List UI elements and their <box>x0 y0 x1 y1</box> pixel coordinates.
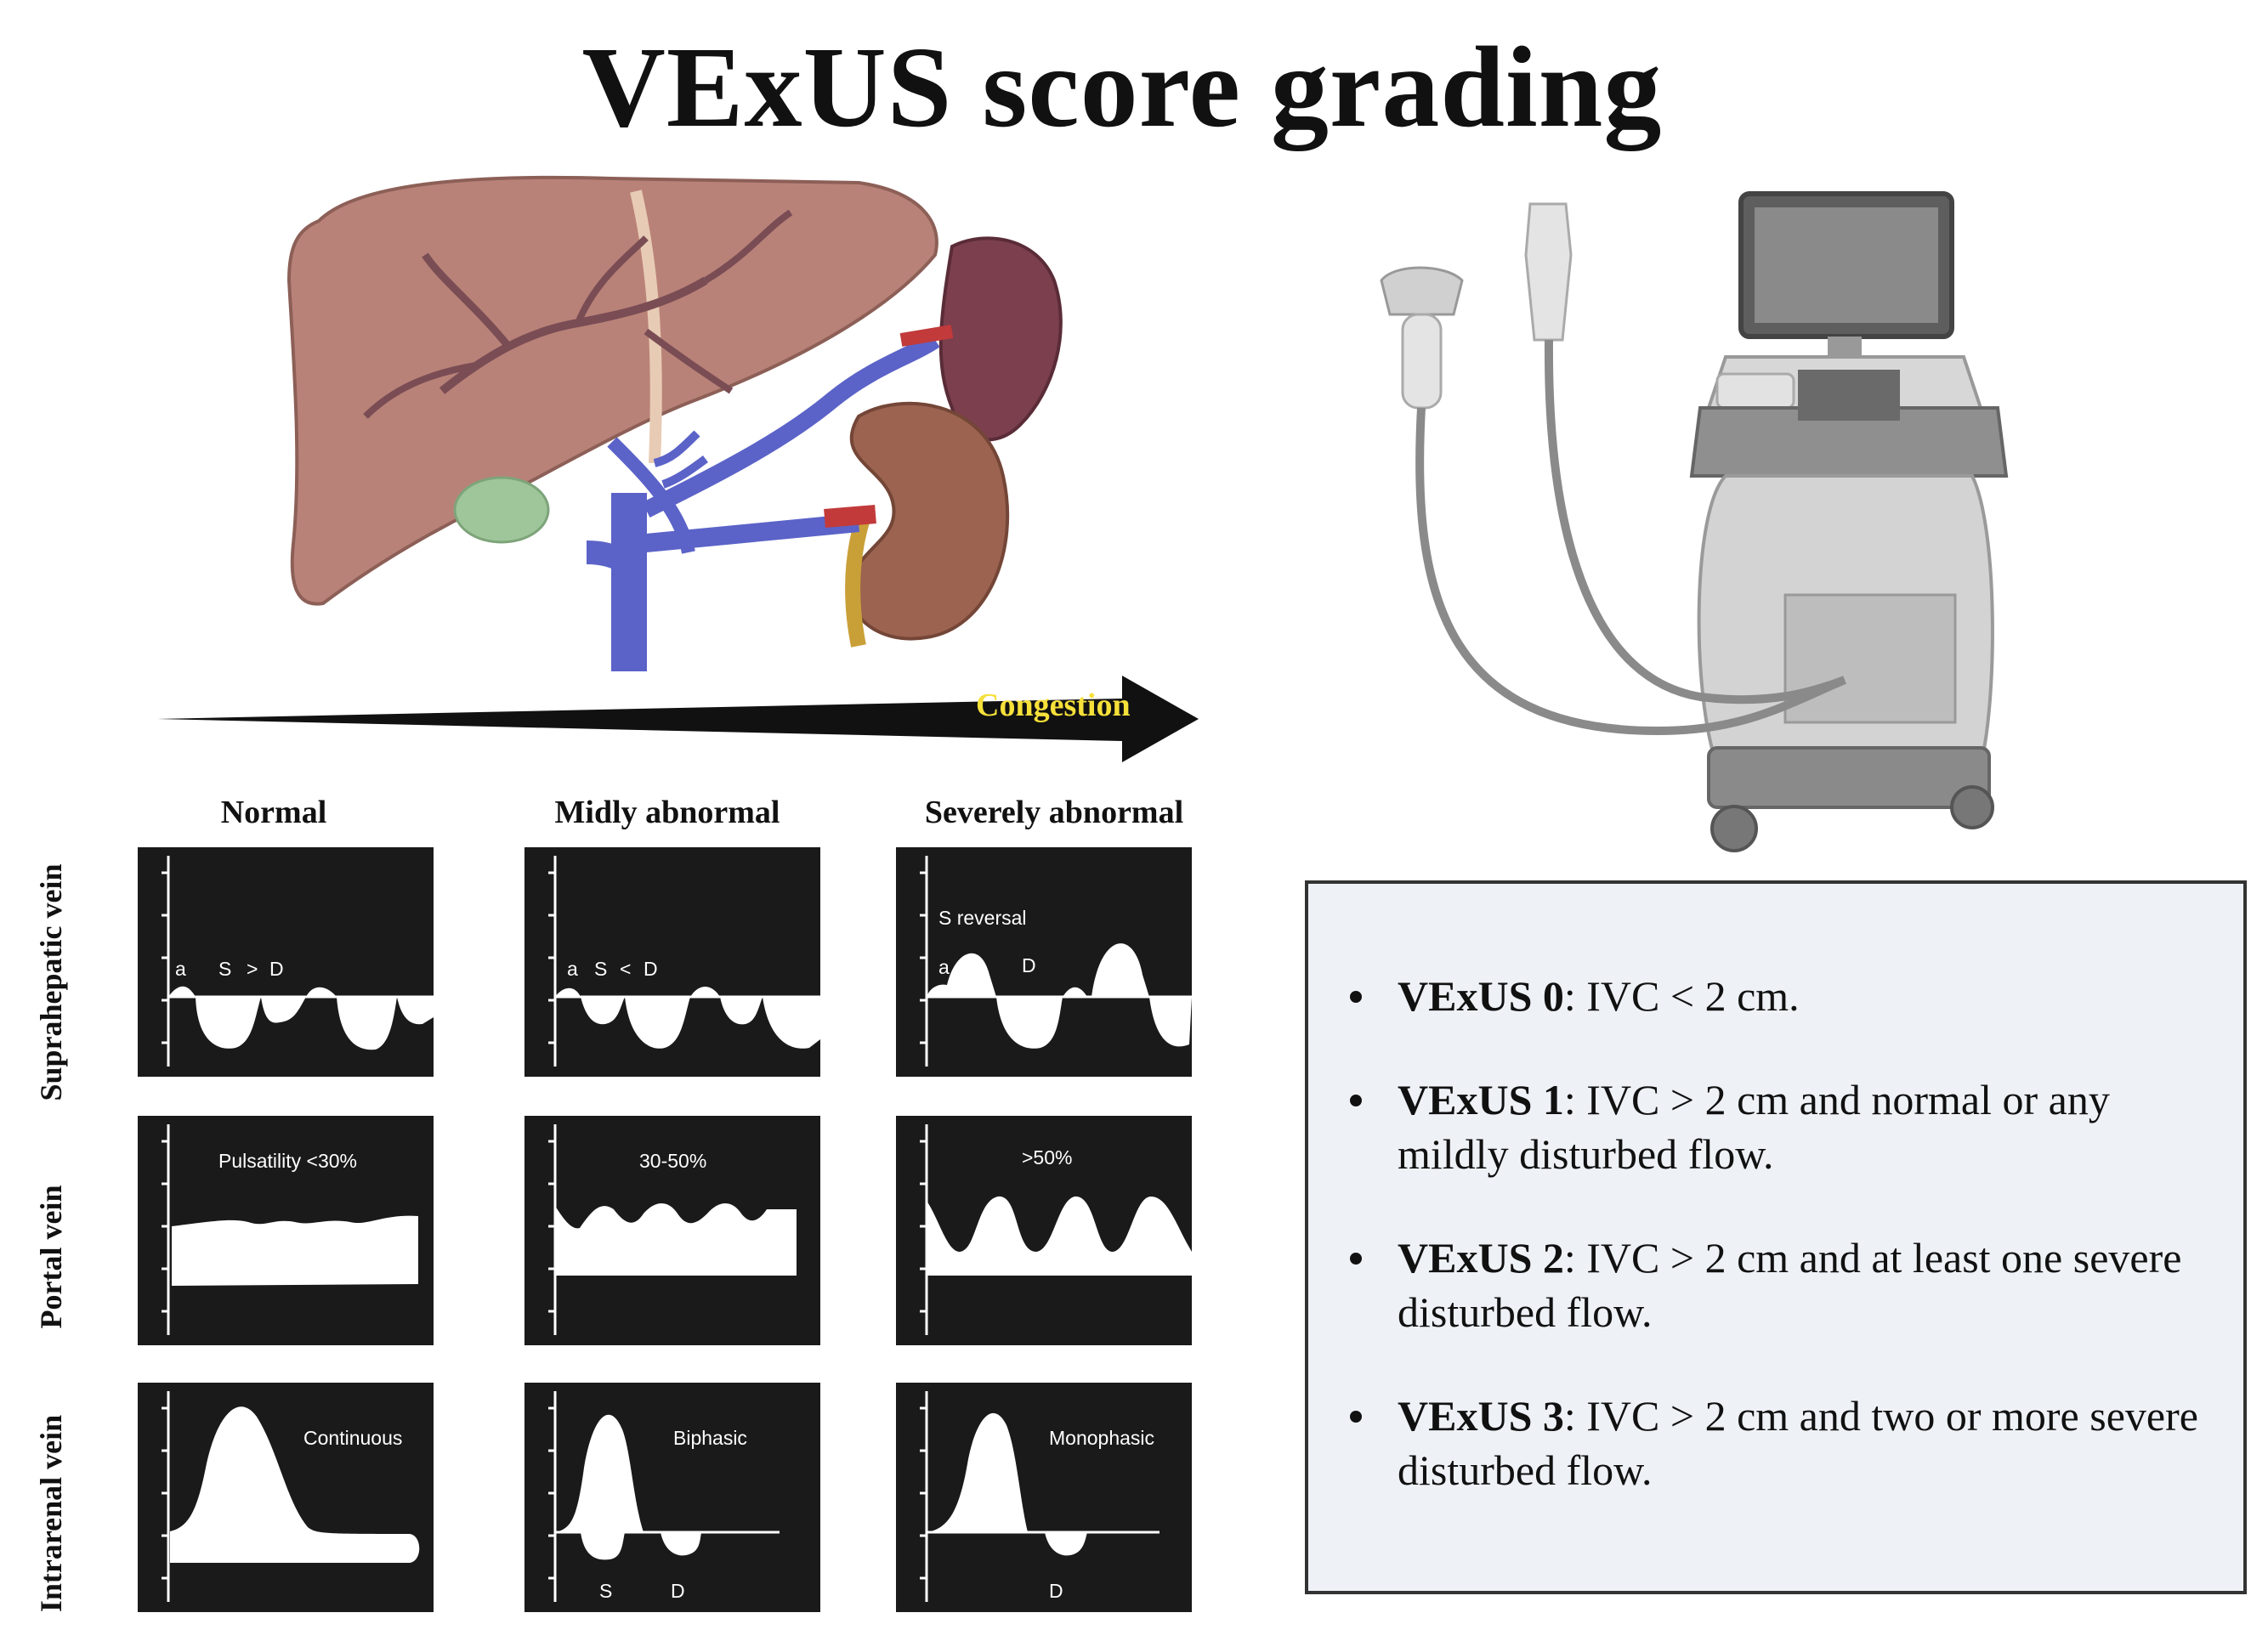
grading-list: VExUS 0: IVC < 2 cm. VExUS 1: IVC > 2 cm… <box>1350 969 2205 1547</box>
label-s-reversal: S reversal <box>938 907 1027 929</box>
congestion-arrow <box>157 676 1199 762</box>
column-header-normal: Normal <box>220 795 327 830</box>
label-a: a <box>567 958 578 980</box>
panel-intrarenal-severe: Monophasic D <box>896 1383 1192 1612</box>
label-s: S <box>599 1580 613 1602</box>
figure-title: VExUS score grading <box>581 24 1663 151</box>
panel-intrarenal-normal: Continuous <box>138 1383 434 1612</box>
bullet-icon <box>1350 1411 1362 1423</box>
kidney <box>847 401 1010 641</box>
label-monophasic: Monophasic <box>1049 1427 1155 1449</box>
label-d: D <box>269 958 284 980</box>
grade-item-2: VExUS 2: IVC > 2 cm and at least one sev… <box>1350 1231 2205 1339</box>
label-d: D <box>671 1580 685 1602</box>
grade-label: VExUS 3 <box>1398 1392 1564 1440</box>
panel-intrarenal-mild: Biphasic S D <box>524 1383 820 1612</box>
label-d: D <box>1022 954 1036 976</box>
label-s: S <box>218 958 232 980</box>
row-label-portal: Portal vein <box>34 1185 68 1329</box>
row-label-suprahepatic: Suprahepatic vein <box>34 863 68 1101</box>
gallbladder <box>453 476 550 544</box>
renal-artery <box>824 505 876 528</box>
grade-item-3: VExUS 3: IVC > 2 cm and two or more seve… <box>1350 1389 2205 1497</box>
label-continuous: Continuous <box>303 1427 403 1449</box>
label-30-50: 30-50% <box>639 1150 707 1172</box>
splenic-artery <box>899 325 954 347</box>
grading-criteria-box: VExUS 0: IVC < 2 cm. VExUS 1: IVC > 2 cm… <box>1305 880 2247 1594</box>
label-a: a <box>938 956 950 978</box>
grade-label: VExUS 2 <box>1398 1234 1564 1282</box>
row-label-intrarenal: Intrarenal vein <box>34 1414 68 1613</box>
panel-portal-normal: Pulsatility <30% <box>138 1116 434 1345</box>
column-header-mild: Midly abnormal <box>554 795 780 830</box>
panel-portal-severe: >50% <box>896 1116 1192 1345</box>
label-gt: > <box>247 958 258 980</box>
column-header-severe: Severely abnormal <box>924 795 1184 830</box>
grade-label: VExUS 0 <box>1398 972 1564 1020</box>
grade-text: : IVC < 2 cm. <box>1563 972 1800 1020</box>
grade-text: : IVC > 2 cm and normal or any mildly di… <box>1398 1076 2110 1178</box>
panel-portal-mild: 30-50% <box>524 1116 820 1345</box>
grade-text: : IVC > 2 cm and at least one severe dis… <box>1398 1234 2182 1336</box>
label-s: S <box>594 958 608 980</box>
ultrasound-machine-illustration <box>1380 191 2009 852</box>
bullet-icon <box>1350 1253 1362 1265</box>
grade-item-0: VExUS 0: IVC < 2 cm. <box>1350 969 2205 1023</box>
convex-probe <box>1380 266 1464 316</box>
grade-item-1: VExUS 1: IVC > 2 cm and normal or any mi… <box>1350 1072 2205 1181</box>
falciform-ligament <box>630 190 662 464</box>
ureter <box>845 516 870 648</box>
label-a: a <box>175 958 186 980</box>
panel-suprahepatic-mild: a S < D <box>524 847 820 1077</box>
label-pulsatility: Pulsatility <30% <box>218 1150 357 1172</box>
label-biphasic: Biphasic <box>673 1427 747 1449</box>
grade-label: VExUS 1 <box>1398 1076 1564 1123</box>
label-d: D <box>644 958 658 980</box>
panel-suprahepatic-normal: a S > D <box>138 847 434 1077</box>
label-d: D <box>1049 1580 1063 1602</box>
grade-text: : IVC > 2 cm and two or more severe dist… <box>1398 1392 2198 1494</box>
panel-suprahepatic-severe: S reversal a D <box>896 847 1192 1077</box>
congestion-label: Congestion <box>976 688 1131 723</box>
label-gt-50: >50% <box>1022 1146 1073 1169</box>
liver-illustration <box>286 175 938 606</box>
label-lt: < <box>620 958 632 980</box>
bullet-icon <box>1350 1095 1362 1106</box>
spleen <box>938 236 1063 442</box>
linear-probe <box>1524 202 1573 342</box>
bullet-icon <box>1350 991 1362 1003</box>
